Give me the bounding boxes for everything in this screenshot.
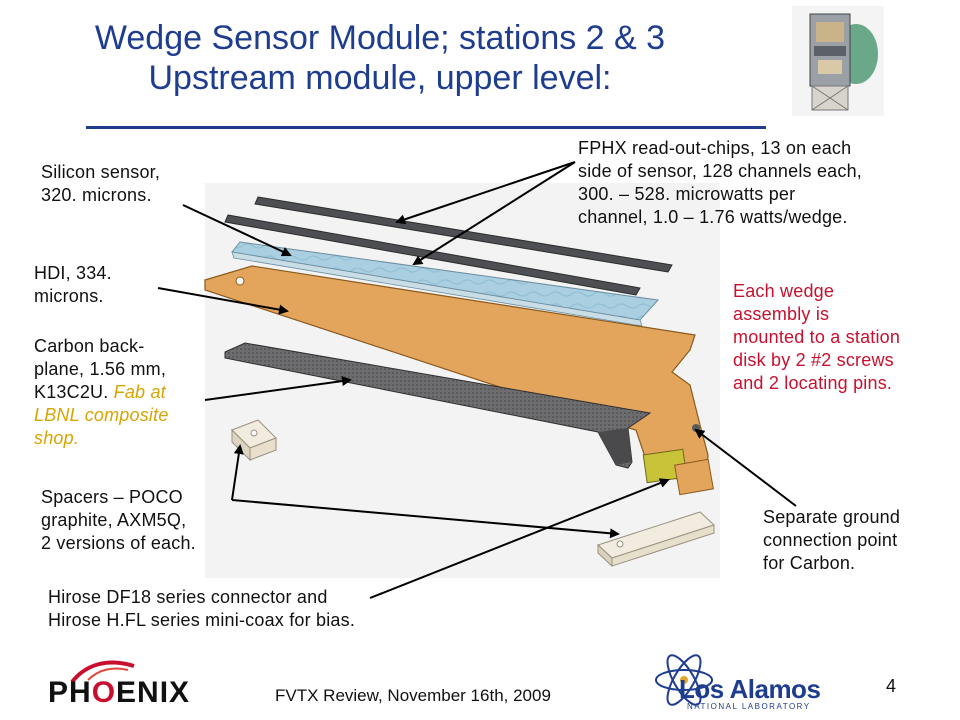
spacers-label-line1: Spacers – POCO	[41, 487, 183, 507]
carbon-fab-note-1: Fab at	[113, 382, 166, 402]
carbon-label-material: K13C2U.	[34, 382, 109, 402]
fphx-label-line1: FPHX read-out-chips, 13 on each	[578, 138, 852, 158]
fphx-chips-label: FPHX read-out-chips, 13 on each side of …	[578, 137, 862, 229]
fphx-label-line3: 300. – 528. microwatts per	[578, 184, 796, 204]
fphx-label-line4: channel, 1.0 – 1.76 watts/wedge.	[578, 207, 848, 227]
ground-label-line1: Separate ground	[763, 507, 901, 527]
ground-label-line3: for Carbon.	[763, 553, 856, 573]
module-thumbnail-image	[792, 6, 884, 116]
mounting-note-line5: and 2 locating pins.	[733, 373, 893, 393]
hdi-label-line1: HDI, 334.	[34, 263, 112, 283]
carbon-label-line1: Carbon back-	[34, 336, 145, 356]
hdi-label: HDI, 334. microns.	[34, 262, 112, 308]
slide-title: Wedge Sensor Module; stations 2 & 3 Upst…	[30, 18, 730, 98]
hdi-label-line2: microns.	[34, 286, 104, 306]
phenix-logo-text-left: PH	[48, 676, 92, 709]
los-alamos-logo: Los Alamos NATIONAL LABORATORY	[655, 640, 885, 716]
phenix-logo-text-right: ENIX	[116, 676, 191, 709]
carbon-fab-note-3: shop.	[34, 428, 80, 448]
chip-strip-upper	[224, 196, 673, 296]
slide-footer: FVTX Review, November 16th, 2009	[275, 686, 551, 705]
spacers-label-line3: 2 versions of each.	[41, 533, 196, 553]
ground-label-line2: connection point	[763, 530, 898, 550]
carbon-label-line2: plane, 1.56 mm,	[34, 359, 167, 379]
ground-connection-label: Separate ground connection point for Car…	[763, 506, 900, 575]
page-number: 4	[886, 676, 897, 696]
mounting-note-line4: disk by 2 #2 screws	[733, 350, 894, 370]
title-line-1: Wedge Sensor Module; stations 2 & 3	[94, 19, 666, 57]
lanl-logo-subtitle: NATIONAL LABORATORY	[687, 702, 811, 711]
carbon-backplane-label: Carbon back- plane, 1.56 mm, K13C2U. Fab…	[34, 335, 169, 450]
spacers-label-line2: graphite, AXM5Q,	[41, 510, 187, 530]
spacers-label: Spacers – POCO graphite, AXM5Q, 2 versio…	[41, 486, 196, 555]
phenix-logo-glyph: O	[91, 676, 117, 709]
mounting-note: Each wedge assembly is mounted to a stat…	[733, 280, 900, 395]
phenix-logo-text: PHOENIX	[48, 676, 190, 710]
carbon-label-line3: K13C2U. Fab at	[34, 381, 169, 404]
atom-icon	[655, 654, 713, 706]
title-divider	[86, 126, 766, 129]
mounting-note-line1: Each wedge	[733, 281, 835, 301]
silicon-sensor-label-line2: 320. microns.	[41, 185, 152, 205]
hirose-label-line1: Hirose DF18 series connector and	[48, 587, 328, 607]
hirose-label: Hirose DF18 series connector and Hirose …	[48, 586, 355, 632]
silicon-sensor-label-line1: Silicon sensor,	[41, 162, 161, 182]
fphx-label-line2: side of sensor, 128 channels each,	[578, 161, 862, 181]
mounting-note-line2: assembly is	[733, 304, 830, 324]
lanl-logo-title: Los Alamos	[679, 674, 821, 704]
phenix-swoosh-icon	[70, 660, 135, 684]
carbon-fab-note-2: LBNL composite	[34, 405, 169, 425]
title-line-2: Upstream module, upper level:	[148, 59, 612, 97]
mounting-note-line3: mounted to a station	[733, 327, 901, 347]
phenix-logo: PHOENIX	[40, 660, 220, 710]
hirose-label-line2: Hirose H.FL series mini-coax for bias.	[48, 610, 356, 630]
large-spacer-shape	[597, 511, 715, 568]
silicon-sensor-label: Silicon sensor, 320. microns.	[41, 161, 160, 207]
